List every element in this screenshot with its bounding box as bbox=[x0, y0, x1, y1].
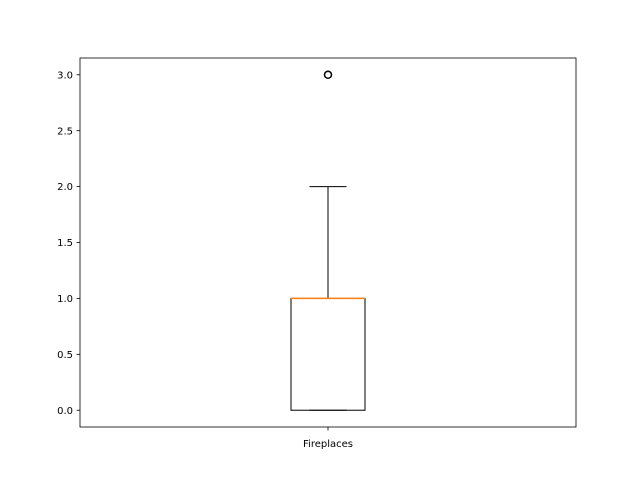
y-tick-label: 0.0 bbox=[57, 406, 73, 417]
plot-area-frame bbox=[79, 57, 577, 428]
x-tick-label: Fireplaces bbox=[303, 439, 353, 450]
y-tick-label: 0.5 bbox=[57, 350, 73, 361]
x-axis-ticks: Fireplaces bbox=[303, 427, 353, 450]
y-axis-ticks: 0.0 0.5 1.0 1.5 2.0 2.5 3.0 bbox=[57, 70, 80, 417]
y-tick-label: 2.5 bbox=[57, 126, 73, 137]
y-tick-label: 1.5 bbox=[57, 238, 73, 249]
y-tick-label: 2.0 bbox=[57, 182, 73, 193]
iqr-box bbox=[290, 297, 366, 411]
boxplot-boxes bbox=[290, 70, 366, 411]
outlier-point bbox=[323, 70, 333, 80]
y-tick-label: 1.0 bbox=[57, 294, 73, 305]
y-tick-label: 3.0 bbox=[57, 70, 73, 81]
